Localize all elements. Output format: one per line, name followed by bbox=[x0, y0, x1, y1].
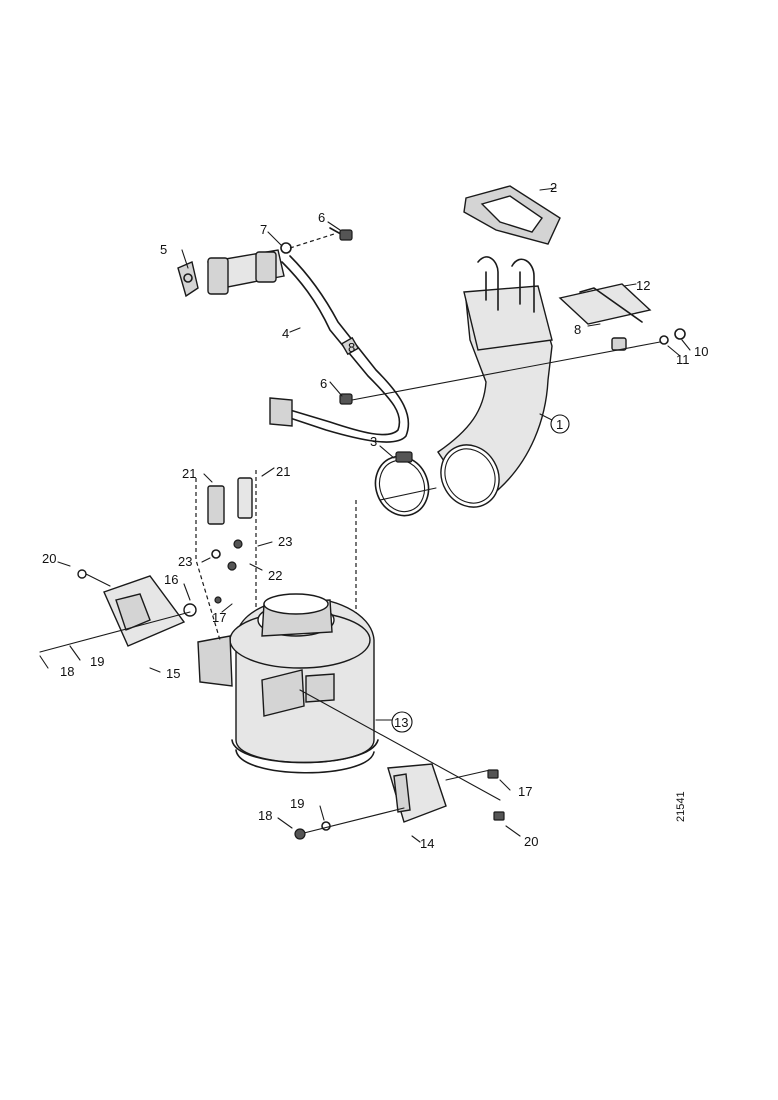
hose-clamp-part-3 bbox=[374, 451, 430, 517]
callout-circle-part-13 bbox=[391, 711, 413, 733]
callout-circle-part-1 bbox=[550, 414, 570, 434]
label-part-11: 11 bbox=[676, 352, 690, 367]
label-part-19-bottom: 19 bbox=[290, 796, 304, 811]
label-part-23-right: 23 bbox=[278, 534, 292, 549]
label-part-6-middle: 6 bbox=[320, 376, 327, 391]
clip-parts-21-22-23 bbox=[195, 470, 257, 641]
intake-elbow-part-1 bbox=[437, 256, 553, 508]
label-part-20-right: 20 bbox=[524, 834, 538, 849]
label-part-16: 16 bbox=[164, 572, 178, 587]
leader-lines bbox=[39, 187, 691, 843]
label-part-18-bottom: 18 bbox=[258, 808, 272, 823]
part-labels: 2 1 3 4 5 6 6 7 8 8 12 10 11 13 14 15 16… bbox=[42, 180, 708, 851]
label-part-3: 3 bbox=[370, 434, 377, 449]
bracket-part-12 bbox=[558, 283, 686, 351]
air-cleaner-part-13 bbox=[197, 593, 501, 801]
label-part-18-left: 18 bbox=[60, 664, 74, 679]
bolt-part-6-middle bbox=[339, 393, 353, 405]
label-part-15: 15 bbox=[166, 666, 180, 681]
label-part-2: 2 bbox=[550, 180, 557, 195]
label-part-17-left: 17 bbox=[212, 610, 226, 625]
label-part-14: 14 bbox=[420, 836, 434, 851]
label-part-19-left: 19 bbox=[90, 654, 104, 669]
label-part-8-pipe: 8 bbox=[348, 340, 355, 355]
valve-part-5 bbox=[177, 249, 285, 298]
label-part-21-left: 21 bbox=[182, 466, 196, 481]
label-part-7: 7 bbox=[260, 222, 267, 237]
label-part-20-left: 20 bbox=[42, 551, 56, 566]
bolt-part-6-top bbox=[280, 227, 353, 254]
label-part-10: 10 bbox=[694, 344, 708, 359]
label-part-4: 4 bbox=[282, 326, 289, 341]
label-part-1: 1 bbox=[556, 417, 563, 432]
label-part-21-right: 21 bbox=[276, 464, 290, 479]
label-part-8-right: 8 bbox=[574, 322, 581, 337]
label-part-13: 13 bbox=[394, 715, 408, 730]
label-part-22: 22 bbox=[268, 568, 282, 583]
label-part-5: 5 bbox=[160, 242, 167, 257]
bracket-part-14 bbox=[294, 763, 505, 840]
drawing-reference-number: 21541 bbox=[675, 791, 687, 822]
label-part-6-top: 6 bbox=[318, 210, 325, 225]
breather-pipe-part-4 bbox=[269, 255, 410, 443]
bracket-part-15 bbox=[39, 569, 222, 653]
label-part-23-left: 23 bbox=[178, 554, 192, 569]
label-part-17-right: 17 bbox=[518, 784, 532, 799]
gasket-part-2 bbox=[463, 185, 561, 245]
label-part-12: 12 bbox=[636, 278, 650, 293]
